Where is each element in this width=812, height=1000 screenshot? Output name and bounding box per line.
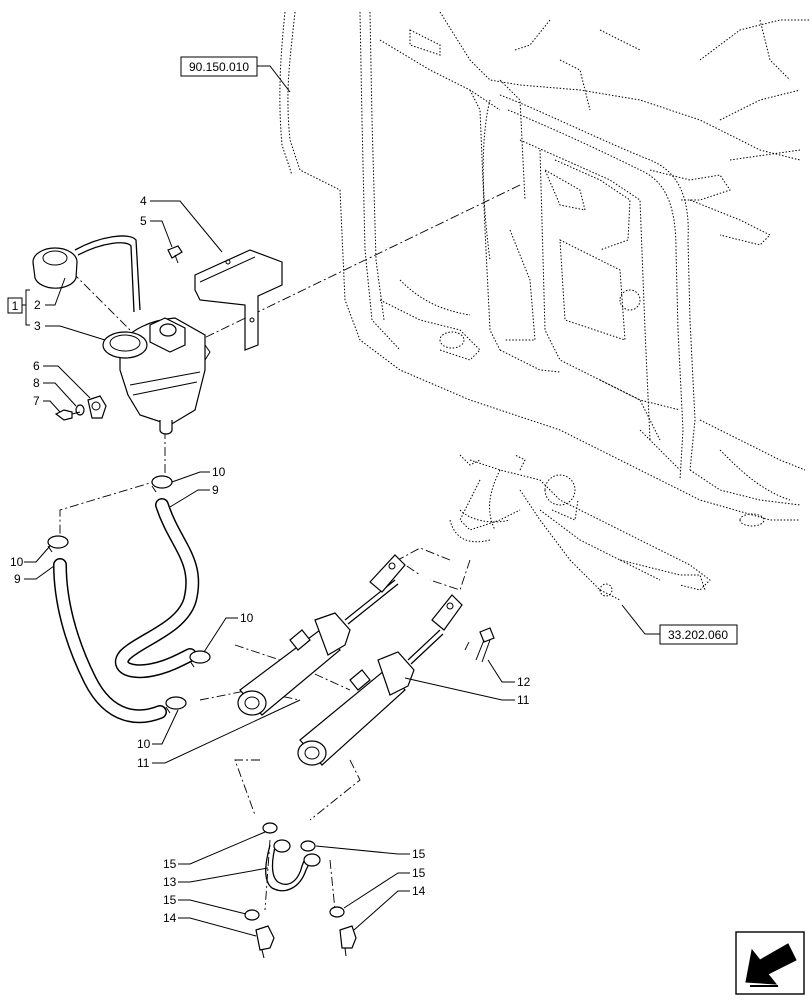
callout-15-bottom-left: 15 [163,893,247,915]
seal-ring [329,906,345,918]
assembly-lines [59,184,521,911]
callout-10-mid: 10 [203,611,254,653]
svg-text:10: 10 [10,555,24,569]
reservoir-cap [32,235,141,313]
svg-text:11: 11 [137,756,150,770]
master-cylinder-left [237,554,406,716]
seal-ring [244,909,260,921]
svg-text:6: 6 [33,359,40,373]
svg-text:9: 9 [212,483,219,497]
callout-10-bottom: 10 [137,709,179,751]
hose-clamp [47,535,69,553]
group-box-label: 1 [12,299,19,313]
hose-clamp [151,475,173,493]
reservoir-bracket [194,249,283,351]
callout-14-right: 14 [353,884,426,931]
frame-ref-callout: 90.150.010 [180,56,291,93]
bleed-screw [255,925,275,959]
banjo-bolt [54,409,81,421]
callout-9-left: 9 [14,565,55,586]
callout-10-left: 10 [10,545,51,569]
banjo-fitting [87,395,107,419]
callout-2: 2 [34,277,66,312]
sealing-washer [75,404,85,416]
svg-text:10: 10 [240,611,254,625]
bleed-screw [339,925,357,957]
pedal-assembly [449,454,711,601]
callout-15-top-left: 15 [163,831,266,871]
callout-7: 7 [33,394,61,413]
svg-text:14: 14 [412,884,426,898]
callout-9-right: 9 [169,483,219,508]
callout-13: 13 [163,867,269,889]
reservoir-tank [102,317,211,435]
arrow-bottom-left-icon[interactable] [735,931,805,995]
svg-text:3: 3 [34,319,41,333]
svg-text:2: 2 [34,298,41,312]
seal-ring [300,840,316,852]
callout-10-top: 10 [171,465,226,483]
callout-15-top-right: 15 [315,845,426,861]
hose-right [114,498,200,679]
seal-ring [262,822,278,834]
svg-text:5: 5 [140,214,147,228]
svg-text:7: 7 [33,394,40,408]
svg-text:15: 15 [412,847,426,861]
svg-text:4: 4 [140,194,147,208]
svg-text:14: 14 [163,911,177,925]
svg-text:9: 9 [14,572,21,586]
svg-text:12: 12 [517,675,531,689]
svg-text:8: 8 [33,376,40,390]
pedal-ref-callout: 33.202.060 [621,604,738,645]
frame-ref-label: 90.150.010 [189,60,249,74]
pedal-ref-label: 33.202.060 [668,628,728,642]
callout-11-right: 11 [404,677,530,707]
master-cylinder-right [297,594,463,766]
svg-text:10: 10 [212,465,226,479]
hose-clamp [189,650,211,668]
brake-pipe [265,839,321,892]
callout-11-left: 11 [137,699,301,770]
hose-clamp [165,696,187,714]
hose-left [53,558,167,724]
mounting-bolt [475,627,495,663]
svg-text:15: 15 [163,893,177,907]
svg-text:11: 11 [517,693,530,707]
svg-text:13: 13 [163,875,177,889]
callout-6: 6 [33,359,91,399]
cab-frame [279,11,810,527]
callout-5: 5 [140,214,173,248]
svg-text:15: 15 [412,866,426,880]
callout-15-bottom-right: 15 [343,866,426,909]
svg-text:15: 15 [163,857,177,871]
bracket-bolt [167,245,183,264]
callout-4: 4 [140,194,223,253]
callout-8: 8 [33,376,77,407]
callout-3: 3 [34,319,106,341]
group-callout: 1 [7,289,30,326]
svg-text:10: 10 [137,737,151,751]
callout-12: 12 [487,659,531,689]
callout-14-left: 14 [163,911,257,937]
